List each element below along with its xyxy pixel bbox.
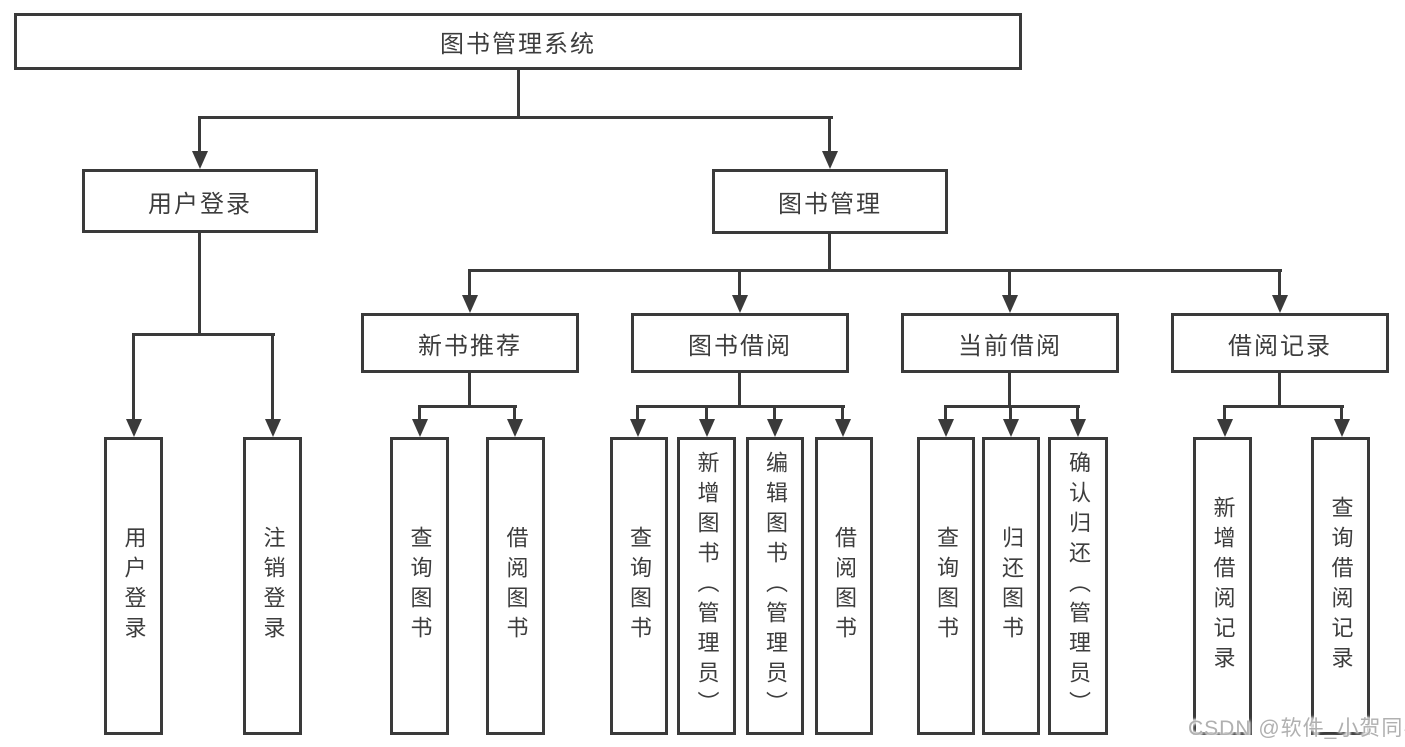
arrow-down-icon: [1334, 419, 1350, 437]
connector-line: [132, 333, 275, 336]
connector-line: [1278, 269, 1281, 299]
connector-line: [1223, 405, 1226, 422]
arrow-down-icon: [1003, 419, 1019, 437]
connector-line: [198, 116, 833, 119]
connector-line: [944, 405, 947, 422]
leaf-edit-books-admin: 编辑图书（管理员）: [746, 437, 804, 735]
leaf-query-borrow-record: 查询借阅记录: [1311, 437, 1370, 735]
arrow-down-icon: [265, 419, 281, 437]
leaf-user-login: 用户登录: [104, 437, 163, 735]
leaf-return-books: 归还图书: [982, 437, 1040, 735]
leaf-label: 编辑图书（管理员）: [763, 451, 788, 721]
arrow-down-icon: [1070, 419, 1086, 437]
arrow-down-icon: [1002, 295, 1018, 313]
csdn-watermark: CSDN @软件_小贺同学: [1188, 717, 1405, 740]
leaf-query-books-recommend: 查询图书: [390, 437, 449, 735]
connector-line: [636, 405, 845, 408]
node-library-management-system: 图书管理系统: [14, 13, 1022, 70]
node-label: 图书借阅: [688, 332, 792, 360]
arrow-down-icon: [1217, 419, 1233, 437]
arrow-down-icon: [630, 419, 646, 437]
connector-line: [418, 405, 421, 422]
connector-line: [828, 232, 831, 272]
connector-line: [1009, 405, 1012, 422]
arrow-down-icon: [822, 151, 838, 169]
arrow-down-icon: [938, 419, 954, 437]
leaf-label: 新增借阅记录: [1210, 496, 1236, 676]
leaf-confirm-return-admin: 确认归还（管理员）: [1048, 437, 1108, 735]
arrow-down-icon: [462, 295, 478, 313]
leaf-query-books-borrow: 查询图书: [610, 437, 668, 735]
leaf-label: 注销登录: [260, 526, 286, 646]
leaf-label: 确认归还（管理员）: [1066, 451, 1091, 721]
leaf-label: 归还图书: [999, 526, 1024, 646]
connector-line: [828, 116, 831, 154]
connector-line: [1223, 405, 1344, 408]
connector-line: [517, 68, 520, 118]
connector-line: [636, 405, 639, 422]
leaf-label: 借阅图书: [503, 526, 529, 646]
arrow-down-icon: [126, 419, 142, 437]
connector-line: [944, 405, 1080, 408]
node-user-login: 用户登录: [82, 169, 318, 233]
node-current-borrowing: 当前借阅: [901, 313, 1119, 373]
node-label: 新书推荐: [418, 332, 522, 360]
connector-line: [1278, 371, 1281, 408]
node-label: 借阅记录: [1228, 332, 1332, 360]
connector-line: [418, 405, 517, 408]
leaf-label: 查询图书: [934, 526, 959, 646]
leaf-borrow-books-recommend: 借阅图书: [486, 437, 545, 735]
node-label: 图书管理: [778, 191, 882, 218]
node-book-management: 图书管理: [712, 169, 948, 234]
connector-line: [271, 333, 274, 423]
leaf-logout: 注销登录: [243, 437, 302, 735]
arrow-down-icon: [412, 419, 428, 437]
connector-line: [841, 405, 844, 422]
connector-line: [468, 269, 471, 299]
node-borrowing-records: 借阅记录: [1171, 313, 1389, 373]
leaf-label: 查询借阅记录: [1328, 496, 1354, 676]
connector-line: [773, 405, 776, 422]
node-label: 当前借阅: [958, 332, 1062, 360]
leaf-label: 查询图书: [627, 526, 652, 646]
connector-line: [738, 269, 741, 299]
connector-line: [198, 231, 201, 336]
connector-line: [1008, 371, 1011, 408]
arrow-down-icon: [1272, 295, 1288, 313]
leaf-query-books-current: 查询图书: [917, 437, 975, 735]
connector-line: [1340, 405, 1343, 422]
node-new-book-recommendation: 新书推荐: [361, 313, 579, 373]
leaf-borrow-books: 借阅图书: [815, 437, 873, 735]
connector-line: [468, 371, 471, 408]
arrow-down-icon: [767, 419, 783, 437]
leaf-label: 新增图书（管理员）: [694, 451, 720, 721]
node-book-borrowing: 图书借阅: [631, 313, 849, 373]
node-label: 图书管理系统: [440, 31, 596, 58]
connector-line: [513, 405, 516, 422]
connector-line: [738, 371, 741, 408]
connector-line: [198, 116, 201, 154]
leaf-label: 用户登录: [121, 526, 147, 646]
leaf-label: 借阅图书: [832, 526, 857, 646]
connector-line: [705, 405, 708, 422]
connector-line: [132, 333, 135, 423]
arrow-down-icon: [732, 295, 748, 313]
connector-line: [468, 269, 1282, 272]
arrow-down-icon: [699, 419, 715, 437]
arrow-down-icon: [835, 419, 851, 437]
connector-line: [1076, 405, 1079, 422]
leaf-label: 查询图书: [407, 526, 433, 646]
leaf-add-books-admin: 新增图书（管理员）: [677, 437, 736, 735]
connector-line: [1008, 269, 1011, 299]
node-label: 用户登录: [148, 190, 252, 218]
arrow-down-icon: [192, 151, 208, 169]
arrow-down-icon: [507, 419, 523, 437]
leaf-add-borrow-record: 新增借阅记录: [1193, 437, 1252, 735]
